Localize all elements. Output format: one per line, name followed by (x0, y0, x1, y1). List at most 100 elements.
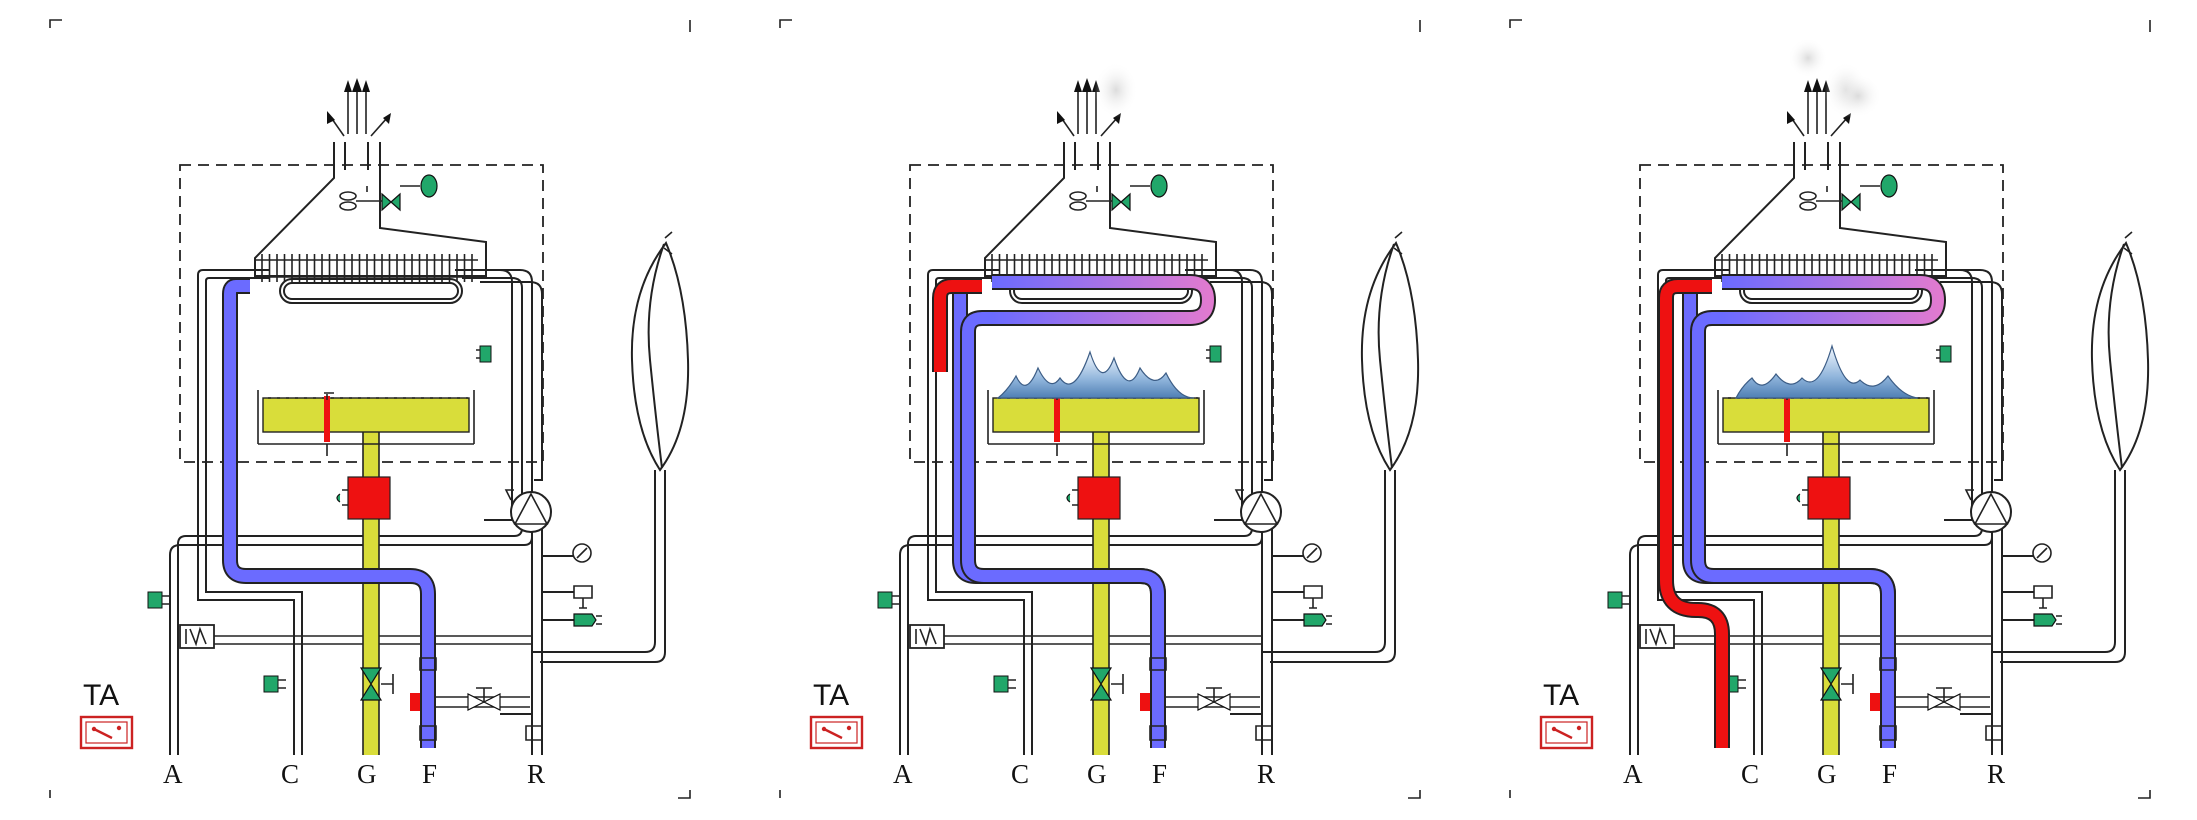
room-thermostat: TA (1539, 679, 1594, 750)
drain-cock (1303, 613, 1332, 627)
active-flow (932, 62, 1217, 748)
drain-cock (573, 613, 602, 627)
air-pressure-switch-icon (1150, 174, 1168, 198)
pressure-gauge (572, 543, 592, 563)
flue-hood (984, 142, 1217, 277)
room-thermostat: TA (79, 679, 134, 750)
exhaust-smoke (1834, 74, 1882, 118)
gas-line (1717, 390, 1935, 755)
boiler-diagram-standby: TA (49, 19, 691, 799)
ignition-electrode (1054, 396, 1060, 442)
connection-label-r: R (1257, 759, 1275, 789)
burner (992, 397, 1200, 433)
hot-water-pipe (1660, 280, 1728, 748)
connection-label-c: C (1011, 759, 1029, 789)
exhaust-smoke (1094, 62, 1138, 118)
outline-pipes (899, 269, 1396, 755)
expansion-vessel (1360, 231, 1420, 472)
circulation-pump (1234, 489, 1282, 533)
connection-label-c: C (281, 759, 299, 789)
exhaust-arrows (1787, 78, 1851, 137)
fan-assembly (1799, 174, 1898, 212)
connection-label-a: A (1623, 759, 1643, 789)
burner (1722, 397, 1930, 433)
temperature-sensors (877, 345, 1222, 693)
active-flow (1658, 38, 1947, 748)
connection-labels: A C G F R (893, 759, 1275, 789)
cold-water-pipe-outline (952, 278, 1166, 748)
connection-label-c: C (1741, 759, 1759, 789)
connection-label-g: G (1087, 759, 1107, 789)
air-pressure-switch-icon (1880, 174, 1898, 198)
connection-label-f: F (1882, 759, 1897, 789)
boiler-diagram-domestic-hot-water-full: TA (1509, 19, 2151, 799)
burner-flame (1735, 343, 1919, 399)
expansion-vessel (630, 231, 690, 472)
safety-valve (2033, 585, 2053, 609)
safety-valve (1303, 585, 1323, 609)
connection-labels: A C G F R (163, 759, 545, 789)
gas-valve (1077, 476, 1121, 520)
circulation-pump (504, 489, 552, 533)
air-pressure-switch-icon (420, 174, 438, 198)
connection-label-r: R (527, 759, 545, 789)
fan-assembly (1069, 174, 1168, 212)
thermostat-label: TA (1543, 679, 1579, 712)
circulation-pump (1964, 489, 2012, 533)
fan-assembly (339, 174, 438, 212)
gas-valve (347, 476, 391, 520)
drain-cock (2033, 613, 2062, 627)
cold-water-pipe (954, 280, 1164, 748)
thermostat-label: TA (83, 679, 119, 712)
burner (262, 397, 470, 433)
cold-inlet-fittings (1870, 657, 2003, 741)
outline-pipes (169, 269, 666, 755)
room-thermostat: TA (809, 679, 864, 750)
cold-water-pipe (224, 280, 434, 748)
connection-label-f: F (422, 759, 437, 789)
cold-water-pipe (1692, 312, 1894, 748)
cold-water-pipe (962, 312, 1164, 748)
connection-label-g: G (357, 759, 377, 789)
burner-flame (996, 350, 1195, 399)
dhw-exchanger (1722, 276, 1945, 324)
corner-marks (779, 19, 1421, 799)
gas-cock-icon (1819, 667, 1843, 701)
low-pressure-switch (1140, 693, 1150, 711)
expansion-vessel (2090, 231, 2150, 472)
pressure-gauge (1302, 543, 1322, 563)
heat-exchanger (256, 254, 478, 304)
connection-label-a: A (163, 759, 183, 789)
safety-valve (573, 585, 593, 609)
low-pressure-switch (1870, 693, 1880, 711)
ignition-electrode (324, 396, 330, 442)
cold-water-pipe-outline (222, 278, 436, 748)
flow-switch (179, 624, 532, 649)
exhaust-smoke (1788, 38, 1828, 78)
gas-line (987, 390, 1205, 755)
cold-inlet-fittings (1140, 657, 1273, 741)
thermostat-label: TA (813, 679, 849, 712)
corner-marks (49, 19, 691, 799)
corner-marks (1509, 19, 2151, 799)
connection-label-r: R (1987, 759, 2005, 789)
cold-inlet-fittings (410, 657, 543, 741)
hot-water-pipe (934, 280, 982, 372)
gas-cock-icon (359, 667, 383, 701)
boiler-diagram-domestic-hot-water: TA (779, 19, 1421, 799)
flue-hood (1714, 142, 1947, 277)
temperature-sensors (147, 345, 492, 693)
exhaust-arrows (327, 78, 391, 137)
gas-valve (1807, 476, 1851, 520)
connection-labels: A C G F R (1623, 759, 2005, 789)
ignition-electrode (1784, 396, 1790, 442)
flue-hood (254, 142, 487, 277)
flow-switch (1639, 624, 1992, 649)
flow-switch (909, 624, 1262, 649)
gas-line (257, 390, 475, 755)
connection-label-g: G (1817, 759, 1837, 789)
active-flow (222, 278, 436, 748)
dhw-exchanger (992, 276, 1215, 324)
low-pressure-switch (410, 693, 420, 711)
